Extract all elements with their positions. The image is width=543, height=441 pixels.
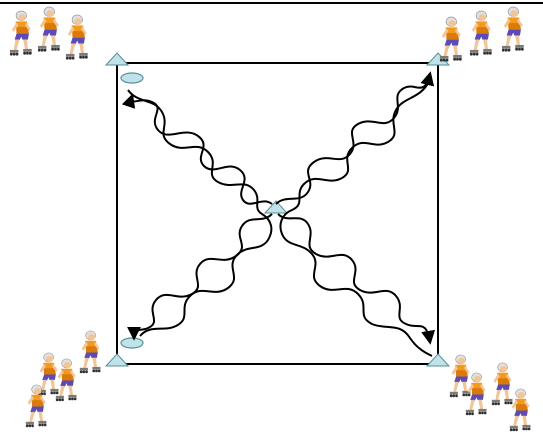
inline-skater-icon: [10, 11, 32, 56]
skater-group-bottom-right: [450, 355, 531, 431]
skater-group-bottom-left: [26, 331, 101, 427]
skater-group-top-right: [440, 7, 524, 62]
inline-skater-icon: [510, 389, 531, 431]
crossing-path-a: [280, 80, 432, 356]
spot-marker-icon: [121, 338, 143, 348]
inline-skater-icon: [470, 11, 492, 56]
path-to-bottom-right: [278, 214, 430, 342]
inline-skater-icon: [66, 15, 88, 60]
cone-icon: [106, 354, 128, 366]
path-to-bottom-left: [134, 214, 272, 338]
path-to-top-right: [276, 74, 430, 204]
spot-marker-icon: [121, 73, 143, 83]
inline-skater-icon: [502, 7, 524, 52]
skater-group-top-left: [10, 7, 88, 60]
inline-skater-icon: [440, 17, 462, 62]
inline-skater-icon: [492, 363, 513, 405]
inline-skater-icon: [80, 331, 101, 373]
inline-skater-icon: [450, 355, 471, 397]
crossing-path-b: [128, 90, 271, 336]
inline-skater-icon: [56, 359, 77, 401]
cone-icon: [106, 53, 128, 65]
inline-skater-icon: [38, 7, 60, 52]
